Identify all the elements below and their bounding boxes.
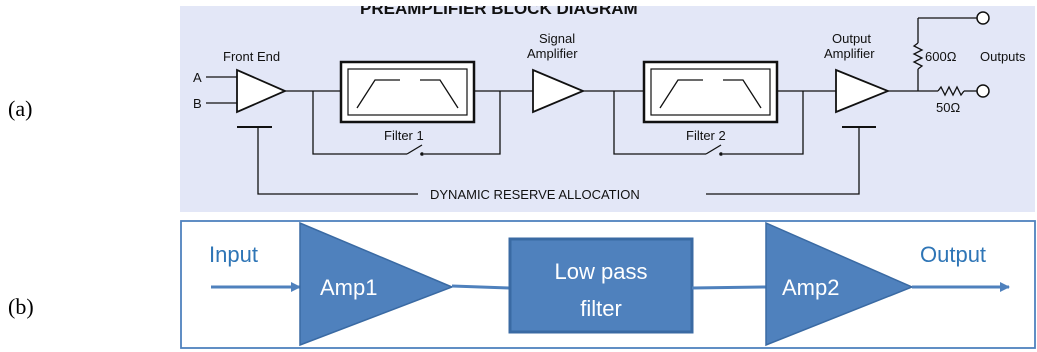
output-amp-label-1: Output <box>832 31 871 46</box>
input-b-label: B <box>193 96 202 111</box>
output-terminal-1 <box>976 11 990 25</box>
resistor-50-label: 50Ω <box>936 100 960 115</box>
lowpass-filter-label-1: Low pass <box>555 259 648 284</box>
output-terminal-2 <box>976 84 990 98</box>
resistor-600-label: 600Ω <box>925 49 957 64</box>
lowpass-filter-label-2: filter <box>580 296 622 321</box>
filter-1-label: Filter 1 <box>384 128 424 143</box>
filter-2-label: Filter 2 <box>686 128 726 143</box>
dynamic-reserve-line-right <box>706 127 860 195</box>
output-label: Output <box>920 242 986 267</box>
filter-2-symbol <box>659 79 703 109</box>
amp2-label: Amp2 <box>782 275 839 300</box>
amp1-triangle <box>299 221 455 347</box>
front-end-amplifier <box>236 68 288 114</box>
signal-amp-label-1: Signal <box>539 31 575 46</box>
resistor-600 <box>912 42 924 70</box>
output-amp-label-2: Amplifier <box>824 46 875 61</box>
signal-amplifier <box>532 68 586 114</box>
panel-b-diagram: Input Amp1 Low pass filter Amp2 Output <box>180 220 1036 349</box>
panel-a-diagram: PREAMPLIFIER BLOCK DIAGRAM A B Front End… <box>180 0 1035 212</box>
filter-1-symbol <box>356 79 400 109</box>
panel-a-label: (a) <box>8 96 33 121</box>
dynamic-reserve-label: DYNAMIC RESERVE ALLOCATION <box>430 187 640 202</box>
panel-b-label: (b) <box>8 294 34 319</box>
front-end-label: Front End <box>223 49 280 64</box>
outputs-label: Outputs <box>980 49 1026 64</box>
amp2-triangle <box>765 221 914 347</box>
lowpass-filter-box <box>508 237 694 334</box>
input-a-label: A <box>193 70 202 85</box>
input-label: Input <box>209 242 258 267</box>
dynamic-reserve-line-left <box>257 127 418 195</box>
filter-2-box <box>642 60 779 124</box>
filter-1-box <box>339 60 476 124</box>
signal-amp-label-2: Amplifier <box>527 46 578 61</box>
panel-a-background <box>180 6 1035 212</box>
resistor-50 <box>937 85 965 97</box>
amp1-label: Amp1 <box>320 275 377 300</box>
output-amplifier <box>835 68 891 114</box>
